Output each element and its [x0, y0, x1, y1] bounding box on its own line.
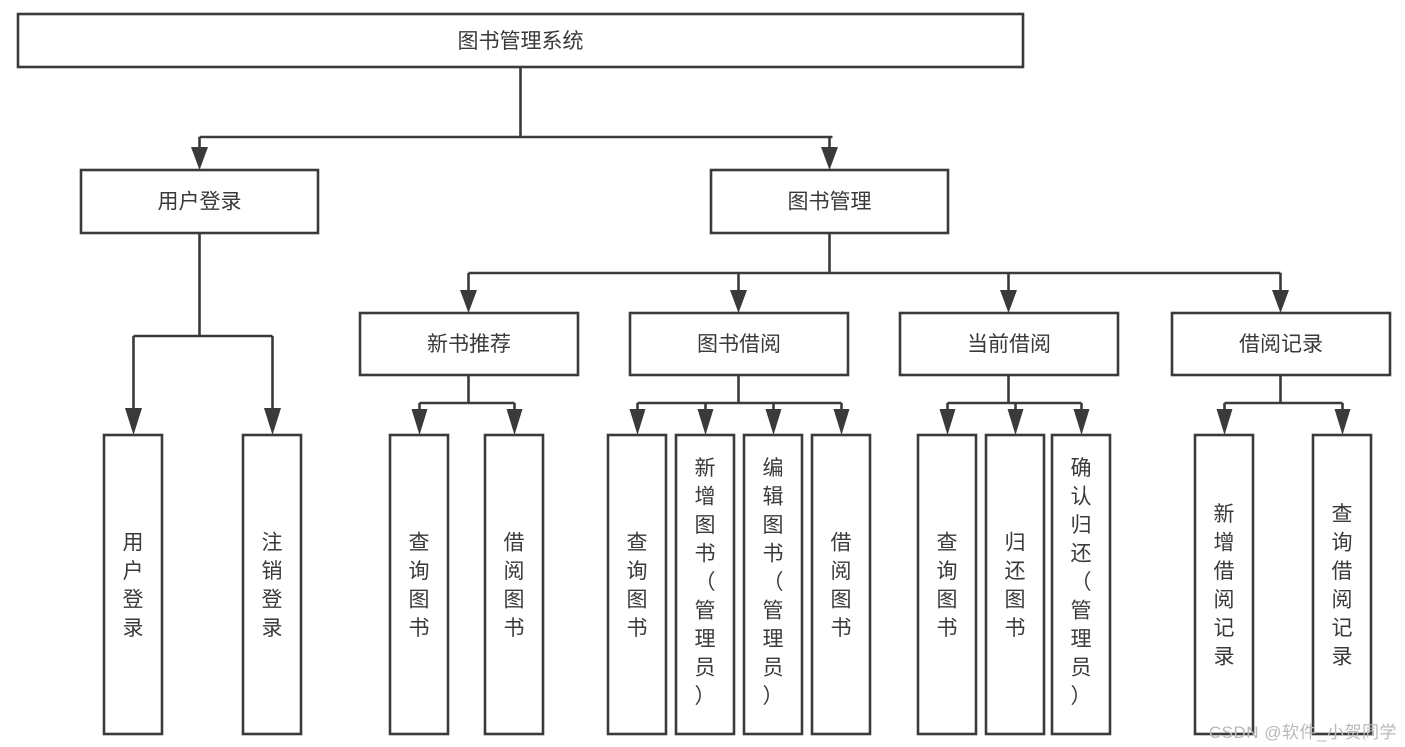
leaf-query-book-current[interactable]: 查询图书 — [916, 433, 978, 736]
node-user-login-label: 用户登录 — [158, 191, 242, 214]
leaf-return-book[interactable]: 归还图书 — [984, 433, 1046, 736]
leaf-edit-book-admin-label: 编辑图书（管理员） — [763, 457, 784, 708]
leaf-add-borrow-record-box[interactable] — [1193, 433, 1255, 736]
arrowhead-leaf-confirm-return — [1073, 409, 1090, 435]
arrowhead-leaf-add-book-admin — [697, 409, 714, 435]
arrowhead-leaf-add-borrow-record — [1216, 409, 1233, 435]
arrowhead-user-login — [191, 147, 208, 170]
node-borrow-record-label: 借阅记录 — [1239, 333, 1323, 356]
leaf-logout-login-label: 注销登录 — [262, 532, 283, 641]
leaf-query-book-rec[interactable]: 查询图书 — [388, 433, 450, 736]
node-current-borrow-box[interactable] — [898, 311, 1120, 377]
node-root[interactable]: 图书管理系统 — [16, 12, 1025, 69]
connectors-group — [125, 67, 1351, 435]
node-new-book-rec[interactable]: 新书推荐 — [358, 311, 580, 377]
leaf-borrow-book-rec[interactable]: 借阅图书 — [483, 433, 545, 736]
node-book-manage-label: 图书管理 — [788, 191, 872, 214]
leaf-query-book-rec-label: 查询图书 — [409, 532, 430, 641]
node-current-borrow[interactable]: 当前借阅 — [898, 311, 1120, 377]
arrowhead-book-borrow — [730, 290, 747, 313]
leaf-add-book-admin[interactable]: 新增图书（管理员） — [674, 433, 736, 736]
leaf-user-login[interactable]: 用户登录 — [102, 433, 164, 736]
leaf-confirm-return[interactable]: 确认归还（管理员） — [1050, 433, 1112, 736]
node-book-manage-box[interactable] — [709, 168, 950, 235]
leaf-add-book-admin-box[interactable] — [674, 433, 736, 736]
leaf-borrow-book-label: 借阅图书 — [831, 532, 852, 641]
arrowhead-leaf-return-book — [1007, 409, 1024, 435]
leaf-user-login-box[interactable] — [102, 433, 164, 736]
leaf-query-book-current-box[interactable] — [916, 433, 978, 736]
node-book-borrow-label: 图书借阅 — [697, 333, 781, 356]
leaf-confirm-return-box[interactable] — [1050, 433, 1112, 736]
node-root-box[interactable] — [16, 12, 1025, 69]
node-new-book-rec-label: 新书推荐 — [427, 333, 511, 356]
arrowhead-new-book-rec — [460, 290, 477, 313]
node-borrow-record-box[interactable] — [1170, 311, 1392, 377]
node-user-login-box[interactable] — [79, 168, 320, 235]
arrowhead-leaf-borrow-book — [833, 409, 850, 435]
node-book-borrow[interactable]: 图书借阅 — [628, 311, 850, 377]
leaf-logout-login[interactable]: 注销登录 — [241, 433, 303, 736]
leaf-query-book-borrow-label: 查询图书 — [627, 532, 648, 641]
arrowhead-borrow-record — [1272, 290, 1289, 313]
leaf-confirm-return-label: 确认归还（管理员） — [1071, 457, 1092, 708]
leaf-return-book-label: 归还图书 — [1005, 532, 1026, 641]
leaf-query-book-borrow[interactable]: 查询图书 — [606, 433, 668, 736]
arrowhead-leaf-query-book-borrow — [629, 409, 646, 435]
arrowhead-leaf-query-borrow-record — [1334, 409, 1351, 435]
leaf-return-book-box[interactable] — [984, 433, 1046, 736]
leaf-borrow-book[interactable]: 借阅图书 — [810, 433, 872, 736]
leaf-nodes-group: 用户登录 注销登录 查询图书 借阅图书 查询图书 新增图书（管理员） 编辑图书（管理员） 借阅… — [102, 433, 1373, 736]
leaf-query-borrow-record-label: 查询借阅记录 — [1332, 503, 1353, 669]
arrowhead-leaf-logout-login — [264, 408, 281, 435]
leaf-add-book-admin-label: 新增图书（管理员） — [695, 457, 716, 708]
leaf-logout-login-box[interactable] — [241, 433, 303, 736]
node-new-book-rec-box[interactable] — [358, 311, 580, 377]
arrowhead-current-borrow — [1000, 290, 1017, 313]
leaf-query-book-rec-box[interactable] — [388, 433, 450, 736]
arrowhead-leaf-query-book-rec — [411, 409, 428, 435]
leaf-query-borrow-record-box[interactable] — [1311, 433, 1373, 736]
node-borrow-record[interactable]: 借阅记录 — [1170, 311, 1392, 377]
leaf-edit-book-admin-box[interactable] — [742, 433, 804, 736]
leaf-query-borrow-record[interactable]: 查询借阅记录 — [1311, 433, 1373, 736]
node-book-manage[interactable]: 图书管理 — [709, 168, 950, 235]
leaf-add-borrow-record[interactable]: 新增借阅记录 — [1193, 433, 1255, 736]
leaf-borrow-book-box[interactable] — [810, 433, 872, 736]
leaf-query-book-borrow-box[interactable] — [606, 433, 668, 736]
arrowhead-leaf-edit-book-admin — [765, 409, 782, 435]
arrowhead-leaf-user-login — [125, 408, 142, 435]
node-current-borrow-label: 当前借阅 — [967, 333, 1051, 356]
node-book-borrow-box[interactable] — [628, 311, 850, 377]
node-user-login[interactable]: 用户登录 — [79, 168, 320, 235]
node-root-label: 图书管理系统 — [458, 30, 584, 53]
leaf-query-book-current-label: 查询图书 — [937, 532, 958, 641]
arrowhead-book-manage — [821, 147, 838, 170]
leaf-borrow-book-rec-box[interactable] — [483, 433, 545, 736]
arrowhead-leaf-borrow-book-rec — [506, 409, 523, 435]
leaf-user-login-label: 用户登录 — [123, 532, 144, 641]
leaf-add-borrow-record-label: 新增借阅记录 — [1214, 503, 1235, 669]
leaf-borrow-book-rec-label: 借阅图书 — [504, 532, 525, 641]
arrowhead-leaf-query-book-current — [939, 409, 956, 435]
leaf-edit-book-admin[interactable]: 编辑图书（管理员） — [742, 433, 804, 736]
